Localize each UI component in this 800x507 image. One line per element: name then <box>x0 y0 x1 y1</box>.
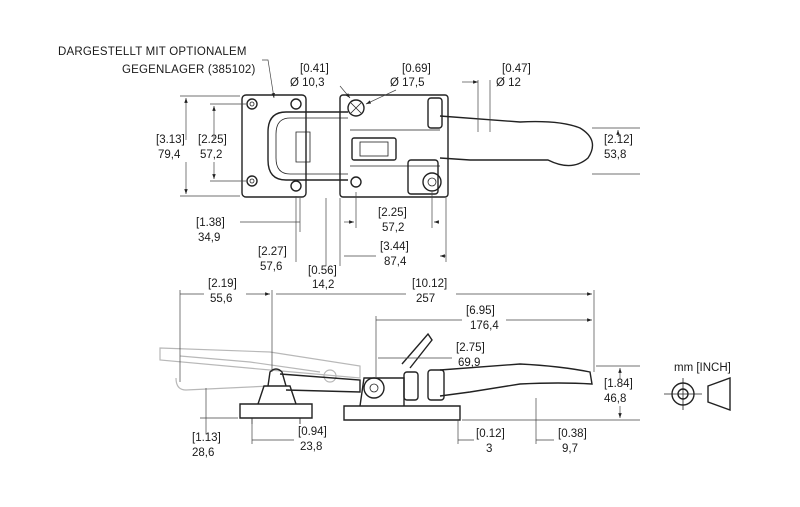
handle <box>439 115 594 167</box>
dim-latch-reach-mm: 57,6 <box>260 261 282 273</box>
dim-base-offset-mm: 34,9 <box>198 232 220 244</box>
note-leader <box>262 59 275 99</box>
dim-hole-spacing-h-inch: [2.25] <box>378 207 407 219</box>
clamp-base <box>339 94 449 198</box>
dim-hole-large-mm: Ø 17,5 <box>390 77 425 89</box>
dim-pivot-offset-inch: [2.75] <box>456 342 485 354</box>
dim-hole-spacing-h-mm: 57,2 <box>382 222 404 234</box>
dim-handle-height-mm: 53,8 <box>604 149 626 161</box>
unit-legend: mm [INCH] <box>664 362 731 411</box>
keeper-plate <box>241 94 307 198</box>
clamp-base-side <box>343 405 461 421</box>
dim-overall-length-mm: 257 <box>416 293 435 305</box>
ghost-handle <box>159 347 361 379</box>
dim-handle-length-inch: [6.95] <box>466 305 495 317</box>
dim-overall-length-inch: [10.12] <box>412 278 447 290</box>
dim-handle-length-mm: 176,4 <box>470 320 499 332</box>
mount-hole-icon <box>249 101 255 107</box>
dim-overall-width-mm: 79,4 <box>158 149 181 161</box>
dim-keeper-height-mm: 28,6 <box>192 447 214 459</box>
legend-label: mm [INCH] <box>674 362 731 374</box>
dim-hole-spacing-v-mm: 57,2 <box>200 149 222 161</box>
dim-handle-dia-mm: Ø 12 <box>496 77 521 89</box>
dim-base-thickness-inch: [0.12] <box>476 428 505 440</box>
latch-arm <box>279 373 361 393</box>
pivot-icon <box>363 377 385 399</box>
mount-hole-icon <box>246 98 258 110</box>
note-line-2: GEGENLAGER (385102) <box>122 64 256 76</box>
mount-hole-icon <box>246 175 258 187</box>
mount-hole-icon <box>290 98 302 110</box>
dim-keeper-offset-mm: 23,8 <box>300 441 322 453</box>
dim-gap-inch: [0.56] <box>308 265 337 277</box>
dim-base-length-mm: 87,4 <box>384 256 407 268</box>
dim-hole-spacing-v-inch: [2.25] <box>198 134 227 146</box>
side-view: [2.19] 55,6 [10.12] 257 [6.95] 176,4 [2.… <box>159 278 640 459</box>
nut-icon <box>427 97 443 129</box>
note-line-1: DARGESTELLT MIT OPTIONALEM <box>58 46 247 58</box>
dim-hole-small-mm: Ø 10,3 <box>290 77 325 89</box>
dim-height-inch: [1.84] <box>604 378 633 390</box>
dim-open-travel-inch: [2.19] <box>208 278 237 290</box>
nut-side-icon <box>403 371 419 401</box>
dim-hole-small-inch: [0.41] <box>300 63 329 75</box>
dim-handle-dia-inch: [0.47] <box>502 63 531 75</box>
pivot-bolt-icon <box>422 172 442 192</box>
dim-handle-height-inch: [2.12] <box>604 134 633 146</box>
mount-hole-icon <box>350 176 362 188</box>
clamp-body <box>351 137 397 161</box>
dim-overall-width-inch: [3.13] <box>156 134 185 146</box>
handle-side <box>439 363 593 397</box>
dim-end-offset-inch: [0.38] <box>558 428 587 440</box>
dim-open-travel-mm: 55,6 <box>210 293 232 305</box>
dim-base-length-inch: [3.44] <box>380 241 409 253</box>
dim-gap-mm: 14,2 <box>312 279 334 291</box>
mount-hole-icon <box>290 180 302 192</box>
dim-pivot-offset-mm: 69,9 <box>458 357 480 369</box>
dim-keeper-height-inch: [1.13] <box>192 432 221 444</box>
dim-base-thickness-mm: 3 <box>486 443 492 455</box>
dim-latch-reach-inch: [2.27] <box>258 246 287 258</box>
mount-hole-icon <box>249 178 255 184</box>
top-view: [0.41] Ø 10,3 [0.69] Ø 17,5 [0.47] Ø 12 … <box>156 63 640 291</box>
dim-base-offset-inch: [1.38] <box>196 217 225 229</box>
keeper-base <box>239 403 313 419</box>
dim-height-mm: 46,8 <box>604 393 626 405</box>
projection-cone-icon <box>707 377 731 411</box>
dim-end-offset-mm: 9,7 <box>562 443 578 455</box>
latch-loop <box>267 111 348 181</box>
dim-hole-large-inch: [0.69] <box>402 63 431 75</box>
pivot-large-icon <box>347 99 365 117</box>
dim-keeper-offset-inch: [0.94] <box>298 426 327 438</box>
